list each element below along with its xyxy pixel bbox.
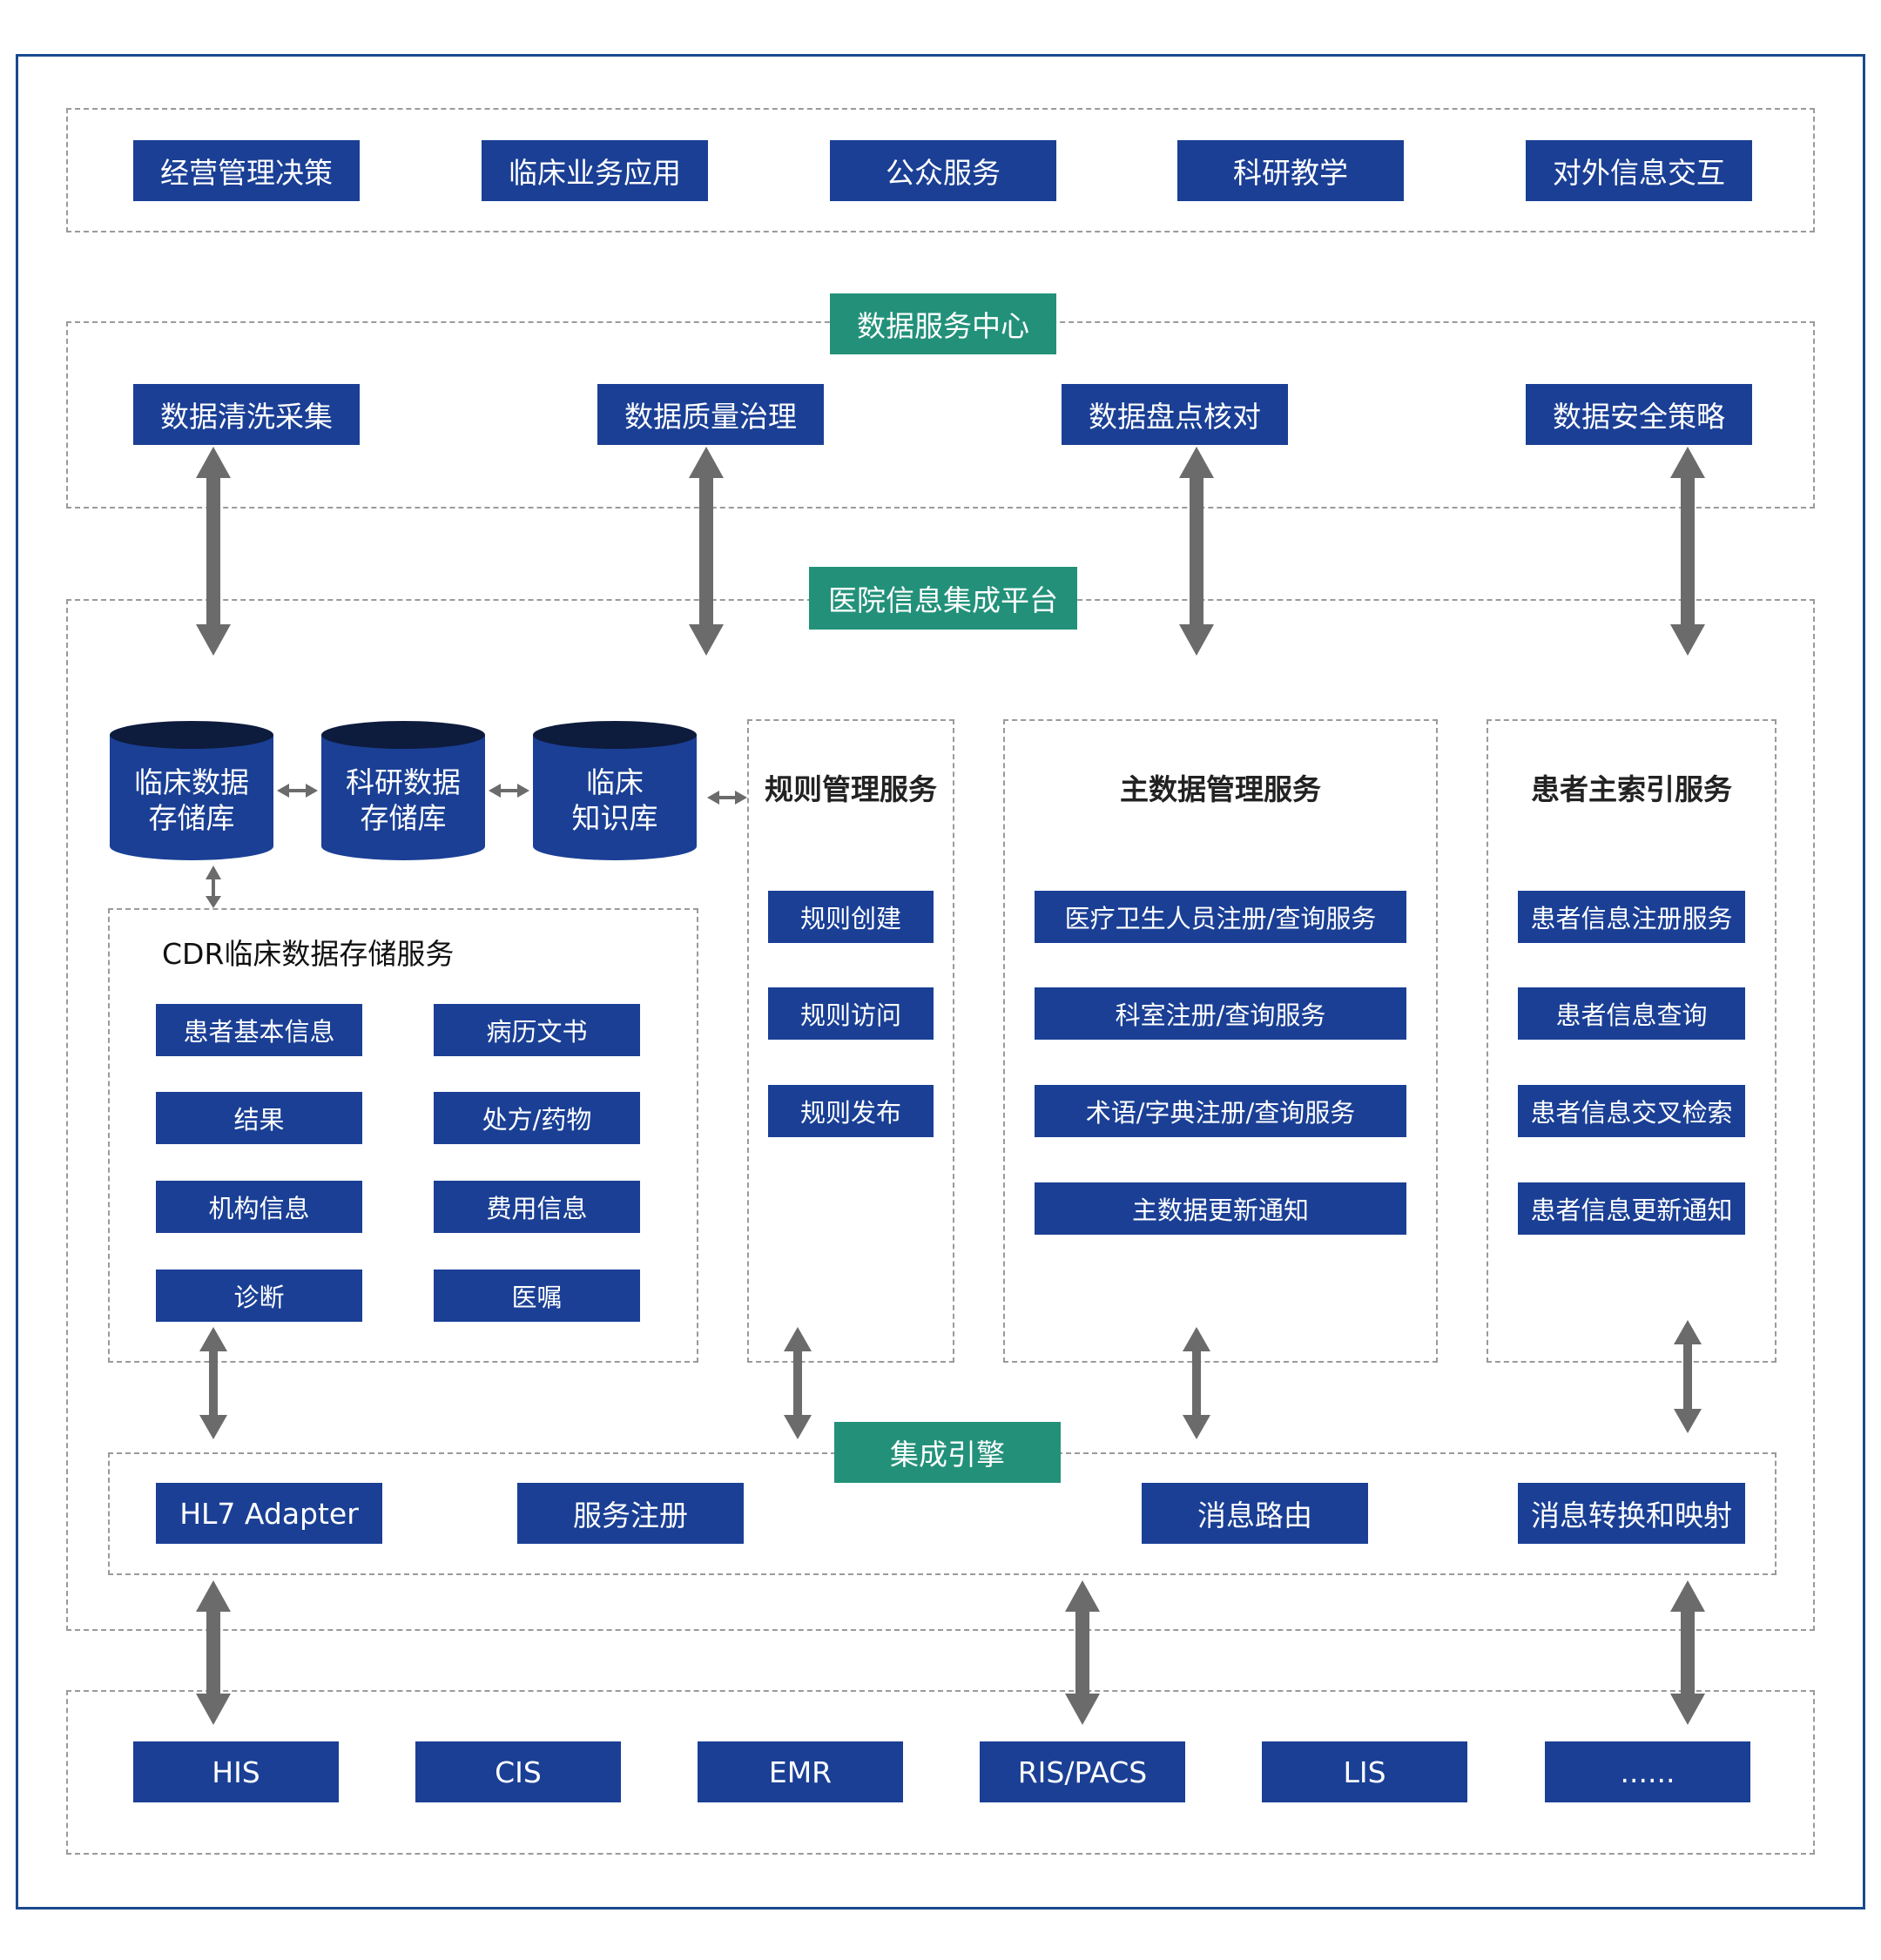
engine-item-message-transform: 消息转换和映射 — [1518, 1483, 1745, 1544]
system-more: ...... — [1545, 1741, 1750, 1802]
app-box-management: 经营管理决策 — [133, 140, 360, 201]
cylinder-research-db — [321, 721, 485, 860]
patient-index-panel — [1487, 719, 1776, 1363]
cylinder-research-line1: 科研数据 — [346, 765, 461, 799]
cylinder-research-line2: 存储库 — [360, 801, 447, 835]
arrow-quality-platform — [689, 447, 724, 656]
dsc-box-collect: 数据清洗采集 — [133, 384, 360, 445]
cdr-item-organization: 机构信息 — [156, 1181, 362, 1233]
cdr-item-patient-basic: 患者基本信息 — [156, 1004, 362, 1056]
master-item-department: 科室注册/查询服务 — [1035, 987, 1406, 1040]
patient-item-update-notice: 患者信息更新通知 — [1518, 1182, 1745, 1235]
master-data-panel — [1003, 719, 1438, 1363]
rule-item-access: 规则访问 — [768, 987, 934, 1040]
engine-item-service-registry: 服务注册 — [517, 1483, 744, 1544]
arrow-security-platform — [1670, 447, 1705, 656]
rule-item-create: 规则创建 — [768, 891, 934, 943]
arrow-knowledge-rule — [707, 791, 747, 805]
cdr-title: CDR临床数据存储服务 — [162, 937, 455, 971]
system-ris-pacs: RIS/PACS — [980, 1741, 1185, 1802]
arrow-engine-his — [196, 1580, 231, 1725]
arrow-patient-engine — [1674, 1320, 1702, 1433]
system-his: HIS — [133, 1741, 339, 1802]
system-cis: CIS — [415, 1741, 621, 1802]
patient-item-cross-search: 患者信息交叉检索 — [1518, 1085, 1745, 1137]
patient-index-title: 患者主索引服务 — [1531, 772, 1732, 806]
dsc-box-security: 数据安全策略 — [1526, 384, 1752, 445]
engine-item-hl7: HL7 Adapter — [156, 1483, 382, 1544]
cdr-item-prescription: 处方/药物 — [434, 1092, 640, 1144]
cylinder-clinical-label: 临床数据 存储库 — [108, 719, 275, 862]
app-box-public: 公众服务 — [830, 140, 1056, 201]
application-layer — [66, 108, 1815, 232]
arrow-research-knowledge — [489, 784, 529, 798]
cylinder-clinical-db — [110, 721, 273, 860]
system-emr: EMR — [698, 1741, 903, 1802]
app-box-clinical: 临床业务应用 — [482, 140, 708, 201]
app-box-external: 对外信息交互 — [1526, 140, 1752, 201]
engine-item-message-routing: 消息路由 — [1142, 1483, 1368, 1544]
outer-frame — [16, 54, 1865, 1909]
cylinder-knowledge-line2: 知识库 — [571, 801, 658, 835]
master-item-update-notice: 主数据更新通知 — [1035, 1182, 1406, 1235]
cdr-item-result: 结果 — [156, 1092, 362, 1144]
rule-service-panel — [747, 719, 954, 1363]
arrow-engine-ris — [1065, 1580, 1100, 1725]
cylinder-knowledge-line1: 临床 — [586, 765, 644, 799]
master-item-staff: 医疗卫生人员注册/查询服务 — [1035, 891, 1406, 943]
data-service-center-title: 数据服务中心 — [830, 293, 1056, 354]
cdr-item-order: 医嘱 — [434, 1270, 640, 1322]
cylinder-knowledge-db — [533, 721, 697, 860]
source-systems-layer — [66, 1690, 1815, 1855]
system-lis: LIS — [1262, 1741, 1467, 1802]
arrow-master-engine — [1183, 1327, 1210, 1439]
patient-item-register: 患者信息注册服务 — [1518, 891, 1745, 943]
dsc-box-inventory: 数据盘点核对 — [1062, 384, 1288, 445]
arrow-collect-platform — [196, 447, 231, 656]
arrow-cylinder-cdr — [206, 865, 221, 908]
arrow-clinical-research — [277, 784, 318, 798]
app-box-research: 科研教学 — [1177, 140, 1404, 201]
cdr-item-medical-record: 病历文书 — [434, 1004, 640, 1056]
platform-title: 医院信息集成平台 — [809, 567, 1077, 630]
master-data-title: 主数据管理服务 — [1120, 772, 1321, 806]
arrow-inventory-platform — [1179, 447, 1214, 656]
cdr-item-cost: 费用信息 — [434, 1181, 640, 1233]
cylinder-clinical-line2: 存储库 — [148, 801, 235, 835]
arrow-cdr-engine — [199, 1327, 227, 1439]
cylinder-research-label: 科研数据 存储库 — [320, 719, 487, 862]
dsc-box-quality: 数据质量治理 — [597, 384, 824, 445]
rule-item-publish: 规则发布 — [768, 1085, 934, 1137]
integration-engine-title: 集成引擎 — [834, 1422, 1061, 1483]
cdr-item-diagnosis: 诊断 — [156, 1270, 362, 1322]
patient-item-query: 患者信息查询 — [1518, 987, 1745, 1040]
rule-service-title: 规则管理服务 — [765, 772, 937, 806]
master-item-terminology: 术语/字典注册/查询服务 — [1035, 1085, 1406, 1137]
arrow-rule-engine — [784, 1327, 812, 1439]
cylinder-knowledge-label: 临床 知识库 — [531, 719, 698, 862]
arrow-engine-more — [1670, 1580, 1705, 1725]
cdr-panel — [108, 908, 698, 1363]
cylinder-clinical-line1: 临床数据 — [134, 765, 249, 799]
